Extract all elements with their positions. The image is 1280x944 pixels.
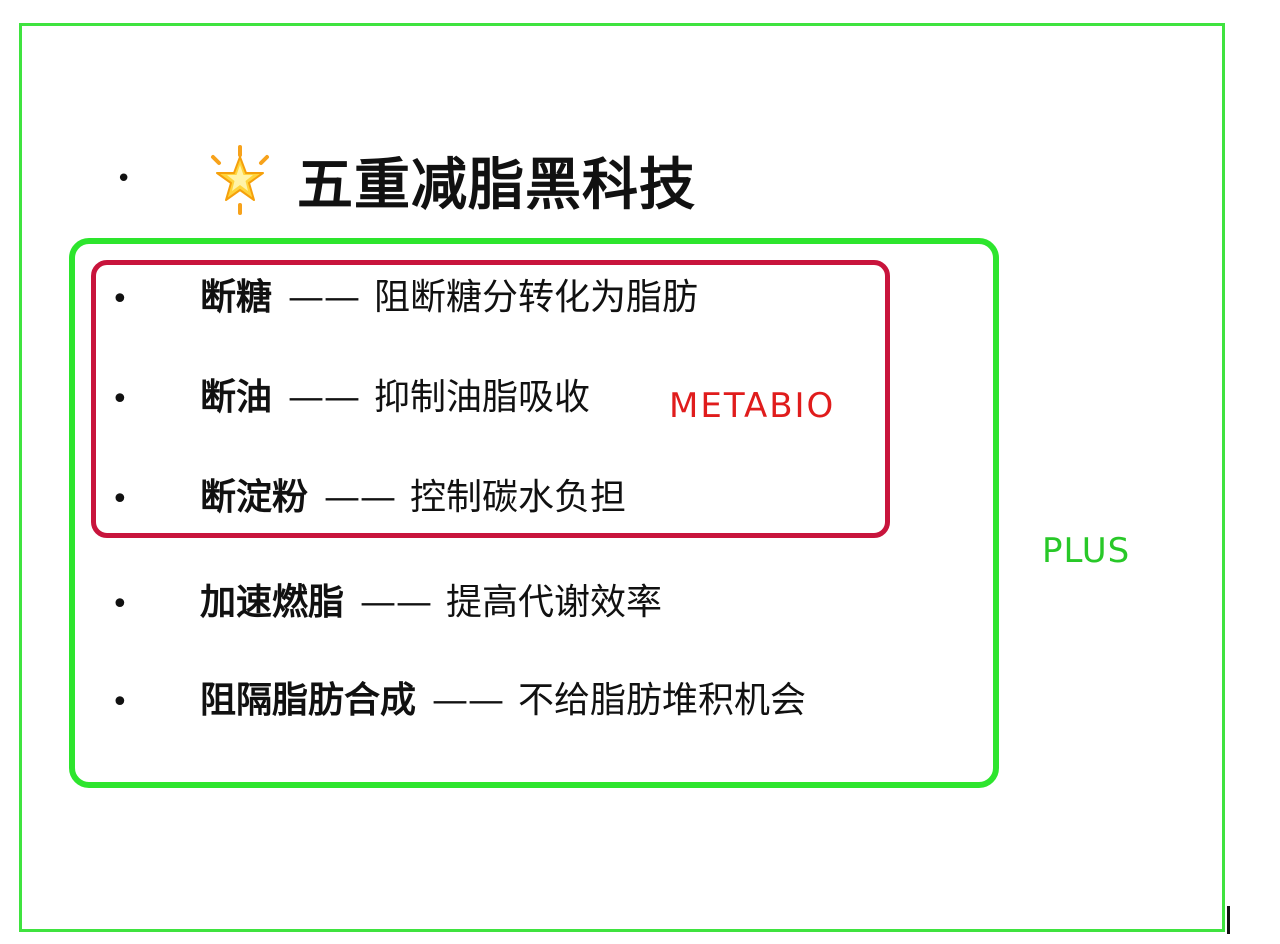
title-bullet: • bbox=[116, 164, 132, 194]
plus-group-box bbox=[69, 238, 999, 788]
list-item: 阻隔脂肪合成 —— 不给脂肪堆积机会 bbox=[200, 679, 806, 722]
list-item-term: 断淀粉 bbox=[200, 476, 309, 518]
list-item: 断淀粉 —— 控制碳水负担 bbox=[200, 476, 626, 519]
list-item-dash: —— bbox=[324, 477, 397, 518]
list-item-term: 断油 bbox=[200, 376, 273, 418]
outer-frame bbox=[19, 23, 1225, 932]
list-item-desc: 提高代谢效率 bbox=[446, 582, 663, 623]
list-item-desc: 阻断糖分转化为脂肪 bbox=[374, 277, 699, 318]
page-title: 五重减脂黑科技 bbox=[297, 151, 696, 218]
metabio-label: METABIO bbox=[669, 386, 836, 426]
title-row: 五重减脂黑科技 bbox=[205, 142, 696, 218]
list-item-bullet: • bbox=[111, 482, 129, 517]
list-item-dash: —— bbox=[432, 680, 505, 721]
corner-mark bbox=[1227, 906, 1230, 934]
list-item-dash: —— bbox=[288, 277, 361, 318]
list-item-desc: 不给脂肪堆积机会 bbox=[518, 680, 807, 721]
list-item-term: 断糖 bbox=[200, 276, 273, 318]
plus-label: PLUS bbox=[1042, 531, 1131, 571]
list-item: 断油 —— 抑制油脂吸收 bbox=[200, 376, 590, 419]
list-item-desc: 抑制油脂吸收 bbox=[374, 377, 591, 418]
list-item-dash: —— bbox=[288, 377, 361, 418]
list-item-bullet: • bbox=[111, 382, 129, 417]
list-item: 加速燃脂 —— 提高代谢效率 bbox=[200, 581, 662, 624]
list-item: 断糖 —— 阻断糖分转化为脂肪 bbox=[200, 276, 698, 319]
glowing-star-icon bbox=[211, 145, 269, 215]
list-item-bullet: • bbox=[111, 685, 129, 720]
list-item-desc: 控制碳水负担 bbox=[410, 477, 627, 518]
list-item-dash: —— bbox=[360, 582, 433, 623]
list-item-bullet: • bbox=[111, 587, 129, 622]
list-item-term: 加速燃脂 bbox=[200, 581, 345, 623]
metabio-group-box bbox=[91, 260, 890, 538]
list-item-bullet: • bbox=[111, 282, 129, 317]
list-item-term: 阻隔脂肪合成 bbox=[200, 679, 417, 721]
